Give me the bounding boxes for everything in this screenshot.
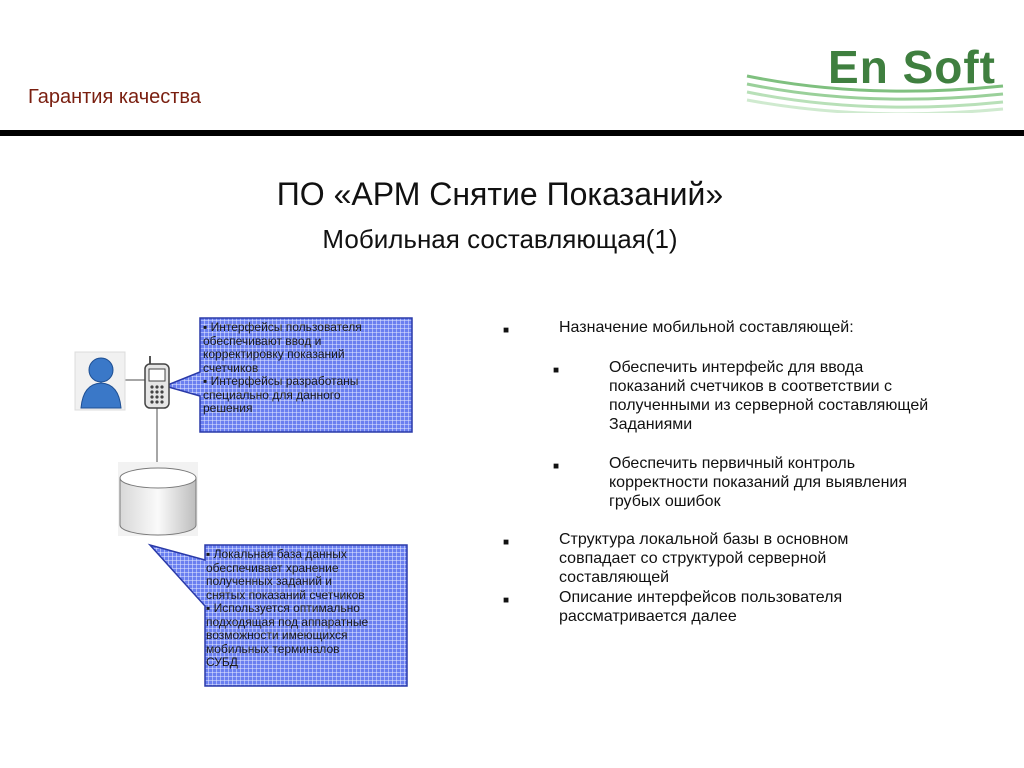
slide-subtitle: Мобильная составляющая(1) — [322, 224, 678, 254]
callout-bottom-shape — [147, 543, 408, 687]
callout-line: мобильных терминалов — [206, 641, 340, 656]
database-icon — [118, 462, 198, 536]
user-icon — [74, 351, 126, 411]
callout-line: счетчиков — [203, 360, 259, 375]
slide-title: ПО «АРМ Снятие Показаний» — [276, 176, 724, 212]
callout-line: ▪ Локальная база данных — [206, 547, 347, 561]
callout-line: обеспечивает хранение — [206, 560, 339, 575]
callout-line: корректировку показаний — [203, 347, 345, 361]
callout-top-shape — [162, 317, 413, 433]
callout-line: возможности имеющихся — [206, 628, 348, 642]
callout-line: ▪ Используется оптимально — [206, 601, 360, 615]
callout-line: подходящая под аппаратные — [206, 614, 369, 629]
callout-line: ▪ Интерфейсы пользователя — [203, 320, 362, 334]
callout-line: обеспечивают ввод и — [203, 333, 322, 348]
callout-line: снятых показаний счетчиков — [206, 587, 365, 602]
header-divider — [0, 130, 1024, 136]
logo-text: En Soft — [828, 41, 996, 93]
callout-line: СУБД — [206, 655, 238, 669]
callout-line: специально для данного — [203, 387, 341, 402]
mobile-phone-icon — [144, 356, 170, 409]
callout-line: ▪ Интерфейсы разработаны — [203, 374, 359, 388]
callout-line: полученных заданий и — [206, 574, 332, 588]
header-title: Гарантия качества — [28, 86, 201, 108]
callout-line: решения — [203, 401, 253, 415]
